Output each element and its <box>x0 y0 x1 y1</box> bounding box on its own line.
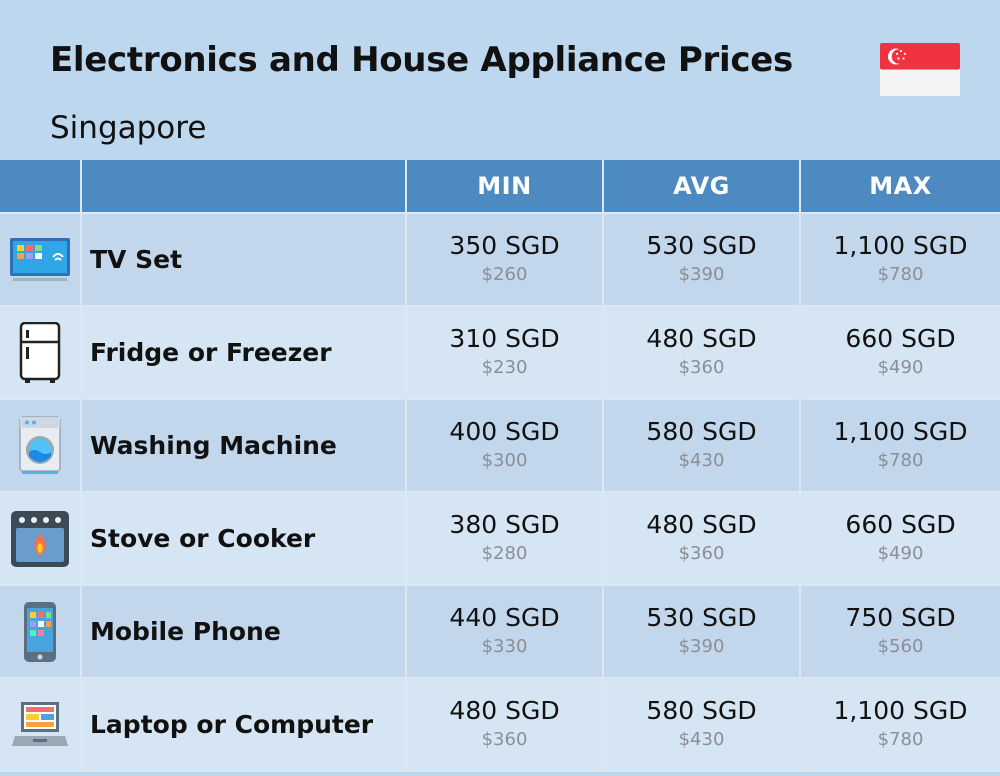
header-item-column <box>82 160 407 214</box>
max-price-sgd: 750 SGD <box>845 602 956 632</box>
avg-price-sgd: 580 SGD <box>646 416 757 446</box>
page-subtitle: Singapore <box>50 110 207 146</box>
avg-price-cell: 480 SGD $360 <box>604 493 801 586</box>
avg-price-cell: 580 SGD $430 <box>604 679 801 772</box>
avg-price-usd: $360 <box>678 356 725 378</box>
avg-price-sgd: 530 SGD <box>646 230 757 260</box>
avg-price-sgd: 530 SGD <box>646 602 757 632</box>
min-price-sgd: 400 SGD <box>449 416 560 446</box>
avg-price-usd: $390 <box>678 263 725 285</box>
min-price-sgd: 480 SGD <box>449 695 560 725</box>
row-icon-cell <box>0 493 82 586</box>
avg-price-usd: $430 <box>678 449 725 471</box>
min-price-cell: 400 SGD $300 <box>407 400 604 493</box>
min-price-sgd: 350 SGD <box>449 230 560 260</box>
max-price-usd: $780 <box>877 728 924 750</box>
min-price-cell: 480 SGD $360 <box>407 679 604 772</box>
item-name: Laptop or Computer <box>82 679 407 772</box>
avg-price-usd: $360 <box>678 542 725 564</box>
avg-price-usd: $430 <box>678 728 725 750</box>
row-icon-cell <box>0 400 82 493</box>
min-price-cell: 310 SGD $230 <box>407 307 604 400</box>
item-name: TV Set <box>82 214 407 307</box>
max-price-cell: 660 SGD $490 <box>801 307 1000 400</box>
row-icon-cell <box>0 679 82 772</box>
header-avg: AVG <box>604 160 801 214</box>
min-price-usd: $300 <box>481 449 528 471</box>
row-icon-cell <box>0 214 82 307</box>
avg-price-cell: 580 SGD $430 <box>604 400 801 493</box>
avg-price-usd: $390 <box>678 635 725 657</box>
item-name: Washing Machine <box>82 400 407 493</box>
mobile-phone-icon <box>24 601 56 662</box>
max-price-sgd: 1,100 SGD <box>833 416 968 446</box>
max-price-sgd: 1,100 SGD <box>833 230 968 260</box>
page-title: Electronics and House Appliance Prices <box>50 40 793 80</box>
min-price-sgd: 310 SGD <box>449 323 560 353</box>
min-price-usd: $260 <box>481 263 528 285</box>
singapore-flag-icon <box>880 43 960 96</box>
fridge-icon <box>19 321 61 383</box>
item-name: Stove or Cooker <box>82 493 407 586</box>
avg-price-sgd: 480 SGD <box>646 509 757 539</box>
max-price-cell: 750 SGD $560 <box>801 586 1000 679</box>
stove-icon <box>11 510 69 567</box>
min-price-cell: 380 SGD $280 <box>407 493 604 586</box>
min-price-usd: $360 <box>481 728 528 750</box>
avg-price-cell: 530 SGD $390 <box>604 586 801 679</box>
min-price-cell: 350 SGD $260 <box>407 214 604 307</box>
item-name: Mobile Phone <box>82 586 407 679</box>
laptop-icon <box>12 701 68 746</box>
avg-price-sgd: 580 SGD <box>646 695 757 725</box>
max-price-cell: 1,100 SGD $780 <box>801 214 1000 307</box>
max-price-cell: 1,100 SGD $780 <box>801 679 1000 772</box>
price-table: MIN AVG MAX TV Set 350 SGD $260 <box>0 160 1000 772</box>
row-icon-cell <box>0 586 82 679</box>
max-price-cell: 660 SGD $490 <box>801 493 1000 586</box>
max-price-cell: 1,100 SGD $780 <box>801 400 1000 493</box>
header-max: MAX <box>801 160 1000 214</box>
washing-machine-icon <box>19 415 61 474</box>
max-price-usd: $490 <box>877 356 924 378</box>
max-price-usd: $780 <box>877 263 924 285</box>
row-icon-cell <box>0 307 82 400</box>
max-price-sgd: 660 SGD <box>845 323 956 353</box>
min-price-usd: $230 <box>481 356 528 378</box>
avg-price-cell: 530 SGD $390 <box>604 214 801 307</box>
item-name: Fridge or Freezer <box>82 307 407 400</box>
avg-price-cell: 480 SGD $360 <box>604 307 801 400</box>
min-price-usd: $330 <box>481 635 528 657</box>
header-icon-column <box>0 160 82 214</box>
tv-icon <box>10 237 70 281</box>
min-price-sgd: 440 SGD <box>449 602 560 632</box>
min-price-usd: $280 <box>481 542 528 564</box>
min-price-sgd: 380 SGD <box>449 509 560 539</box>
avg-price-sgd: 480 SGD <box>646 323 757 353</box>
min-price-cell: 440 SGD $330 <box>407 586 604 679</box>
max-price-sgd: 660 SGD <box>845 509 956 539</box>
header-min: MIN <box>407 160 604 214</box>
max-price-sgd: 1,100 SGD <box>833 695 968 725</box>
page-header: Electronics and House Appliance Prices S… <box>0 0 1000 160</box>
max-price-usd: $780 <box>877 449 924 471</box>
max-price-usd: $560 <box>877 635 924 657</box>
max-price-usd: $490 <box>877 542 924 564</box>
